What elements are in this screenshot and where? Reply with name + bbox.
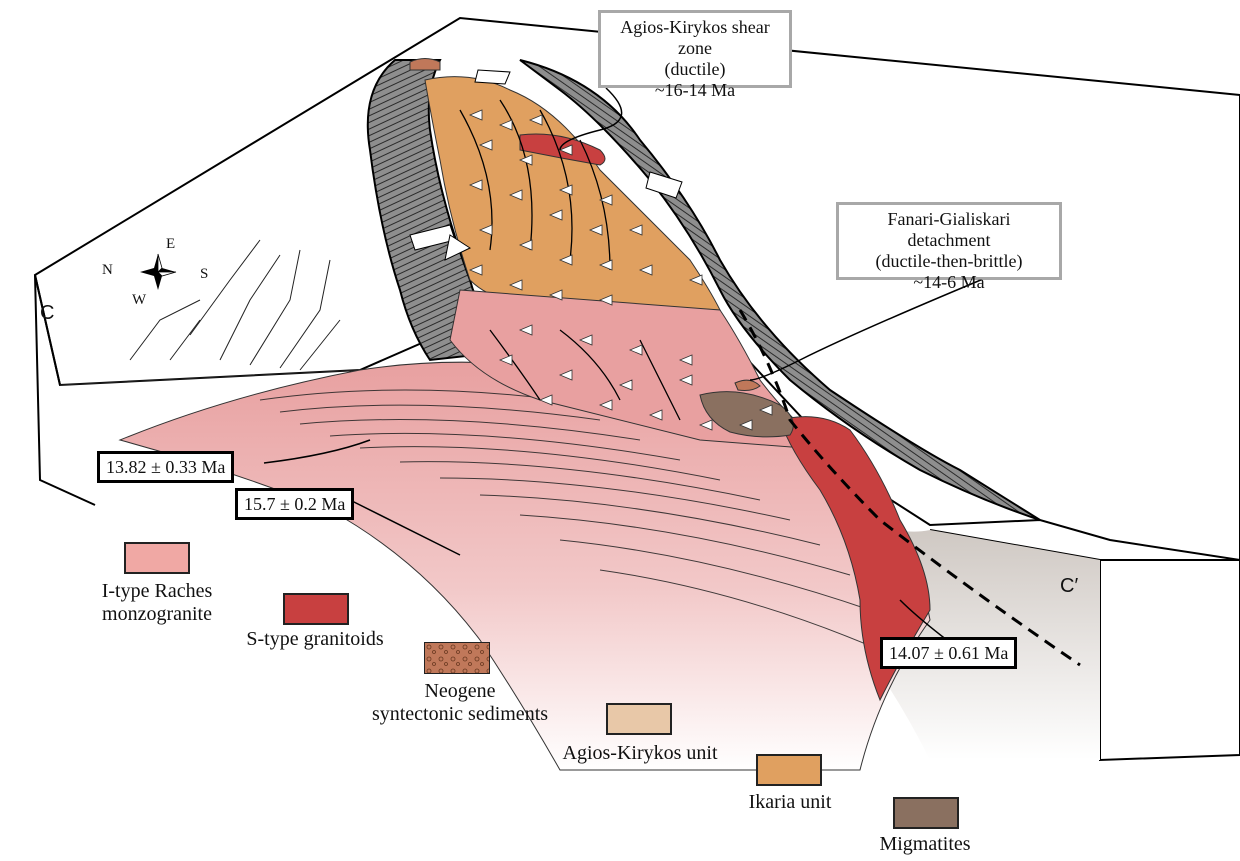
legend-swatch-agios-kirykos xyxy=(606,703,672,735)
compass-w: W xyxy=(132,292,147,308)
compass-e: E xyxy=(166,236,175,252)
fanari-gialiskari-detachment-callout: Fanari-Gialiskari detachment (ductile-th… xyxy=(836,202,1062,280)
legend-line: I-type Raches xyxy=(72,580,242,603)
neogene-pattern xyxy=(425,643,489,673)
callout-line: (ductile) xyxy=(607,59,783,80)
legend-line: Neogene xyxy=(350,680,570,703)
legend-swatch-i-type xyxy=(124,542,190,574)
compass-s: S xyxy=(200,266,208,282)
callout-line: (ductile-then-brittle) xyxy=(845,251,1053,272)
section-label-left: C xyxy=(40,302,54,325)
section-label-right: C′ xyxy=(1060,575,1078,598)
legend-line: syntectonic sediments xyxy=(350,703,570,726)
legend-label-s-type: S-type granitoids xyxy=(220,628,410,651)
legend-line: Ikaria unit xyxy=(715,791,865,814)
callout-line: Fanari-Gialiskari detachment xyxy=(845,209,1053,251)
legend-label-migmatites: Migmatites xyxy=(860,833,990,856)
age-label: 15.7 ± 0.2 Ma xyxy=(235,488,354,520)
compass-n: N xyxy=(102,262,113,278)
age-label: 13.82 ± 0.33 Ma xyxy=(97,451,234,483)
legend-label-i-type: I-type Raches monzogranite xyxy=(72,580,242,626)
agios-kirykos-shear-zone-callout: Agios-Kirykos shear zone (ductile) ~16-1… xyxy=(598,10,792,88)
age-label: 14.07 ± 0.61 Ma xyxy=(880,637,1017,669)
legend-label-agios-kirykos: Agios-Kirykos unit xyxy=(535,742,745,765)
legend-swatch-migmatites xyxy=(893,797,959,829)
legend-line: Migmatites xyxy=(860,833,990,856)
callout-line: ~16-14 Ma xyxy=(607,80,783,101)
legend-line: Agios-Kirykos unit xyxy=(535,742,745,765)
legend-line: monzogranite xyxy=(72,603,242,626)
legend-swatch-ikaria xyxy=(756,754,822,786)
callout-line: Agios-Kirykos shear zone xyxy=(607,17,783,59)
legend-label-neogene: Neogene syntectonic sediments xyxy=(350,680,570,726)
legend-label-ikaria: Ikaria unit xyxy=(715,791,865,814)
legend-line: S-type granitoids xyxy=(220,628,410,651)
callout-line: ~14-6 Ma xyxy=(845,272,1053,293)
legend-swatch-s-type xyxy=(283,593,349,625)
